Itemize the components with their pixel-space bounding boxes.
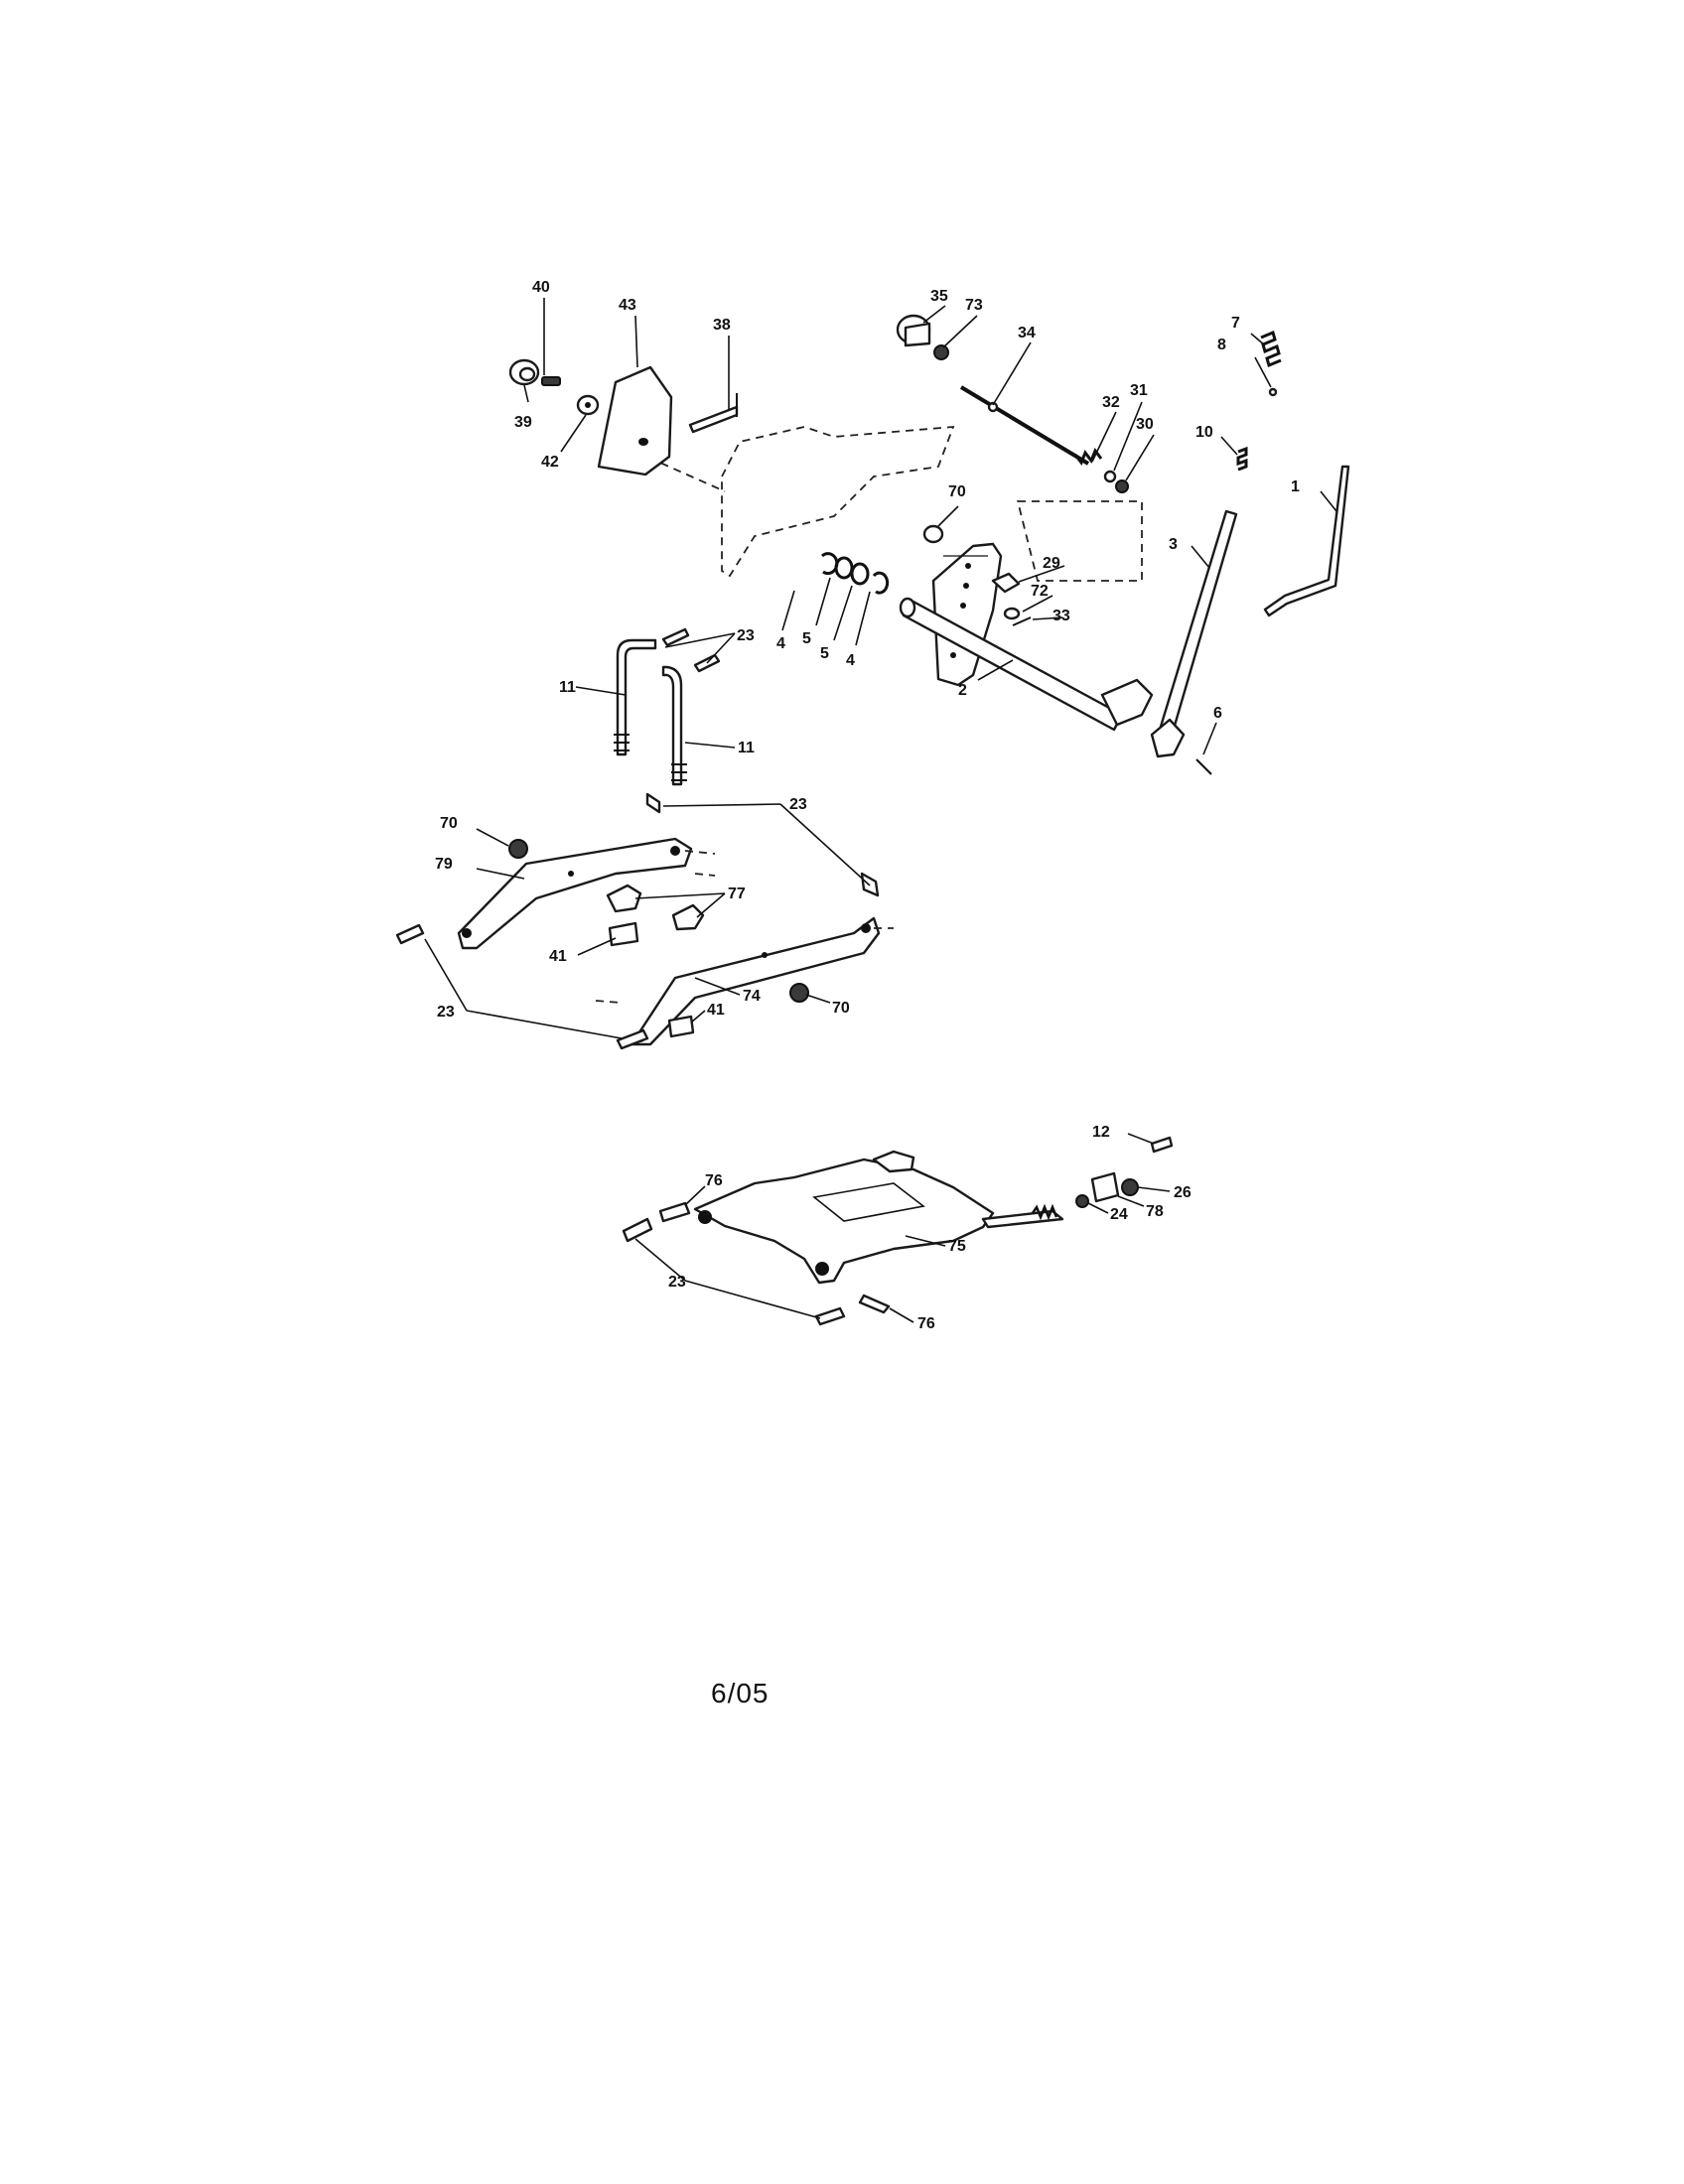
- callout-5-b: 5: [820, 645, 829, 662]
- callout-42: 42: [541, 454, 559, 471]
- part-70-nut-a: [508, 839, 528, 859]
- callout-79: 79: [435, 856, 453, 873]
- part-8-pin: [1268, 387, 1278, 397]
- callout-29: 29: [1043, 555, 1060, 572]
- callout-31: 31: [1130, 382, 1148, 399]
- callout-70-left: 70: [440, 815, 458, 832]
- callout-8: 8: [1217, 337, 1226, 353]
- part-78-block: [1090, 1171, 1120, 1203]
- part-bellcrank-plate: [931, 542, 1003, 687]
- callout-6: 6: [1213, 705, 1222, 722]
- part-23-clip-top-a: [661, 627, 690, 647]
- callout-77: 77: [728, 886, 746, 902]
- callout-10: 10: [1195, 424, 1213, 441]
- callout-41-b: 41: [707, 1002, 725, 1019]
- callout-labels: 40 43 38 39 42 35 73 34 32 31 30 7 8 10 …: [435, 279, 1300, 1332]
- callout-43: 43: [619, 297, 636, 314]
- callout-74: 74: [743, 988, 761, 1005]
- callout-23-left: 23: [437, 1004, 455, 1021]
- callout-72: 72: [1031, 583, 1049, 600]
- callout-30: 30: [1136, 416, 1154, 433]
- callout-34: 34: [1018, 325, 1036, 341]
- callout-70-right: 70: [832, 1000, 850, 1017]
- part-77-block-a: [606, 884, 642, 913]
- part-29-block: [991, 572, 1021, 594]
- part-76-bolt-a: [658, 1201, 691, 1223]
- callout-40: 40: [532, 279, 550, 296]
- callout-35: 35: [930, 288, 948, 305]
- callout-4-a: 4: [776, 635, 785, 652]
- part-4-5-rings: [820, 552, 890, 595]
- part-79-link: [457, 837, 693, 950]
- callout-38: 38: [713, 317, 731, 334]
- part-70-washer-upper: [922, 524, 944, 544]
- callout-11-a: 11: [559, 679, 576, 696]
- callout-39: 39: [514, 414, 532, 431]
- callout-76-a: 76: [705, 1172, 723, 1189]
- part-74-link: [630, 916, 881, 1046]
- callout-41-a: 41: [549, 948, 567, 965]
- callout-33: 33: [1052, 608, 1070, 624]
- callout-24: 24: [1110, 1206, 1128, 1223]
- callout-23-low: 23: [668, 1274, 686, 1291]
- callout-3: 3: [1169, 536, 1178, 553]
- part-23-clip-low-b: [814, 1306, 846, 1326]
- part-41-ferrule-a: [608, 921, 639, 947]
- part-73-nut: [933, 344, 949, 360]
- callout-7: 7: [1231, 315, 1240, 332]
- part-23-clip-low-a: [622, 1217, 653, 1243]
- callout-4-b: 4: [846, 652, 855, 669]
- callout-70-upper: 70: [948, 483, 966, 500]
- leader-lines: [424, 298, 1337, 1323]
- part-77-block-b: [671, 903, 705, 931]
- callout-78: 78: [1146, 1203, 1164, 1220]
- part-26-nut: [1121, 1178, 1139, 1196]
- callout-26: 26: [1174, 1184, 1192, 1201]
- part-70-nut-b: [789, 983, 809, 1003]
- part-43-grip: [597, 365, 673, 477]
- part-42-washer: [576, 394, 600, 416]
- part-33-bolt: [1012, 616, 1032, 626]
- page-date: 6/05: [711, 1678, 770, 1708]
- part-72-washer: [1003, 607, 1021, 620]
- callout-5-a: 5: [802, 630, 811, 647]
- part-34-rod: [959, 385, 1090, 466]
- part-23-clip-mid-a: [645, 792, 661, 814]
- callout-32: 32: [1102, 394, 1120, 411]
- part-38-pin: [688, 393, 739, 434]
- part-23-clip-mid-d: [616, 1028, 649, 1050]
- callout-23-top: 23: [737, 627, 755, 644]
- callout-2: 2: [958, 682, 967, 699]
- part-23-clip-mid-c: [395, 923, 425, 945]
- part-39-knob: [508, 358, 540, 386]
- callout-76-b: 76: [917, 1315, 935, 1332]
- part-2-shaft: [899, 597, 1154, 732]
- part-6-pin: [1195, 758, 1212, 775]
- part-41-ferrule-b: [667, 1015, 695, 1038]
- part-40-bolt: [541, 376, 561, 386]
- part-24-nut: [1075, 1194, 1089, 1208]
- part-11-jbolt-b: [661, 665, 687, 786]
- part-10-spring: [1236, 446, 1248, 472]
- part-12-pin: [1150, 1136, 1174, 1154]
- upper-assembly: [508, 314, 1350, 786]
- callout-12: 12: [1092, 1124, 1110, 1141]
- callout-73: 73: [965, 297, 983, 314]
- part-3-handle: [1150, 509, 1238, 758]
- middle-assembly: [395, 792, 894, 1050]
- callout-75: 75: [948, 1238, 966, 1255]
- part-30-nut: [1115, 479, 1129, 493]
- part-11-jbolt-a: [614, 638, 657, 756]
- callout-1: 1: [1291, 478, 1300, 495]
- part-7-spring: [1260, 330, 1282, 368]
- part-76-bolt-b: [858, 1294, 891, 1314]
- callout-23-mid: 23: [789, 796, 807, 813]
- lower-assembly: [622, 1136, 1174, 1326]
- part-1-lever: [1263, 465, 1350, 617]
- callout-11-b: 11: [738, 740, 755, 756]
- part-35-knob: [896, 314, 931, 347]
- part-stud-top: [872, 1150, 915, 1173]
- part-31-washer: [1103, 470, 1117, 483]
